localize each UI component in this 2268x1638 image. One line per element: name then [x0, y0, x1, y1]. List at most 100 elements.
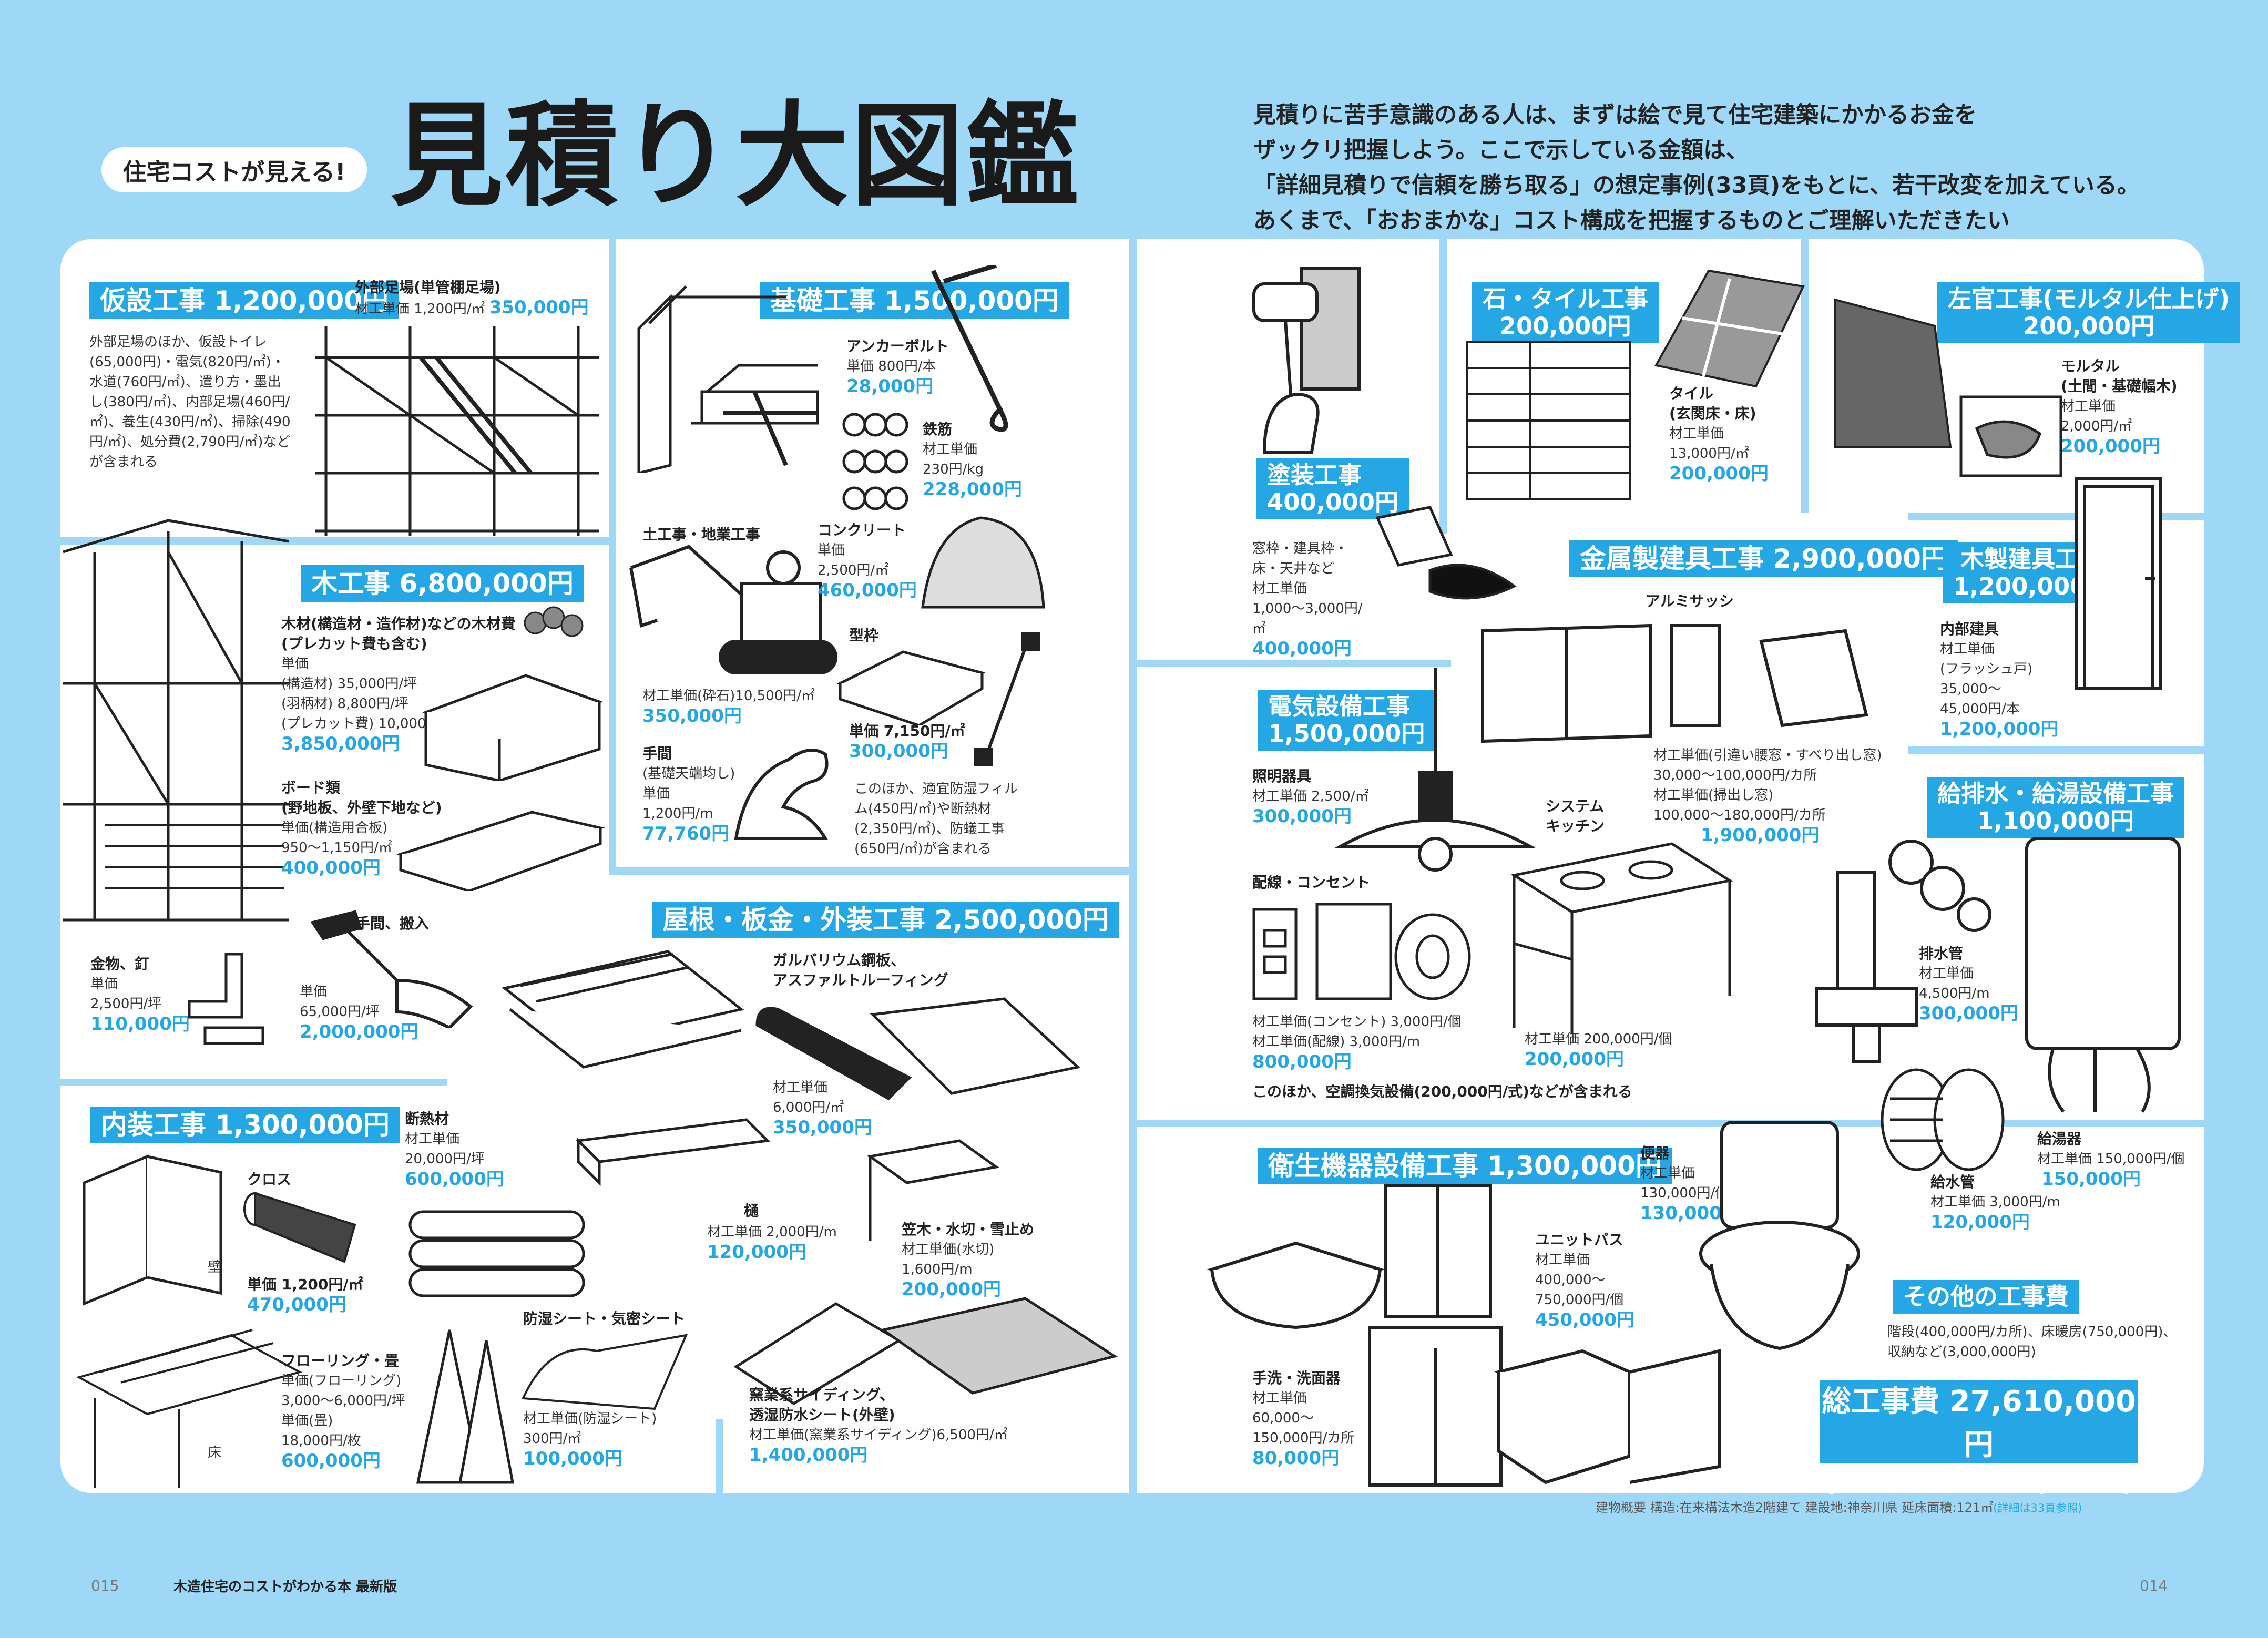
flooring-title: フローリング・畳	[281, 1352, 400, 1369]
outlet-wire-illustration	[1249, 899, 1475, 1012]
unit-floor-cost: (施工床坪単価 665,000円)	[1824, 1468, 2134, 1497]
rebar-illustration	[841, 409, 910, 517]
moku-tag: 木工事 6,800,000円	[301, 565, 584, 602]
insulation-price: 600,000円	[405, 1169, 504, 1190]
gutter-unit: 材工単価 2,000円/m	[707, 1224, 837, 1240]
drain-pipe-illustration	[1806, 831, 1993, 1067]
galvalume-unit: 6,000円/㎡	[773, 1100, 844, 1115]
bou-info: 材工単価(防湿シート) 300円/㎡ 100,000円	[523, 1409, 691, 1469]
divider	[609, 867, 1129, 875]
light-title: 照明器具	[1252, 767, 1312, 785]
toilet-unit: 材工単価	[1640, 1165, 1695, 1181]
insulation-unit: 材工単価	[405, 1131, 460, 1147]
siding-title: 窯業系サイディング、	[749, 1386, 895, 1404]
anchor-unit: 単価 800円/本	[846, 359, 936, 374]
lumber-unit: (構造材) 35,000円/坪	[281, 676, 417, 692]
door-unit: 材工単価	[1940, 641, 1995, 657]
foundation-illustration	[628, 265, 823, 473]
siding-price: 1,400,000円	[749, 1445, 868, 1466]
kasagi-unit: 材工単価(水切)	[902, 1242, 995, 1257]
galvalume-price: 350,000円	[773, 1117, 872, 1138]
board-price: 400,000円	[281, 857, 381, 878]
bath-title: ユニットバス	[1535, 1231, 1624, 1248]
tile-title: タイル	[1669, 385, 1714, 402]
flooring-unit: 3,000〜6,000円/坪	[281, 1393, 405, 1409]
kasagi-unit: 1,600円/m	[902, 1262, 973, 1277]
heater-info: 給湯器 材工単価 150,000円/個 150,000円	[2037, 1129, 2195, 1189]
lumber-info: 木材(構造材・造作材)などの木材費(プレカット費も含む) 単価 (構造材) 35…	[281, 614, 528, 754]
heater-title: 給湯器	[2037, 1130, 2082, 1148]
door-unit: 35,000〜	[1940, 681, 2001, 697]
toilet-title: 便器	[1640, 1144, 1670, 1162]
title-badge: 住宅コストが見える!	[101, 147, 367, 192]
washbasin-unit: 材工単価	[1252, 1390, 1307, 1406]
lumber-unit: (羽柄材) 8,800円/坪	[281, 696, 408, 712]
mortar-price: 200,000円	[2061, 436, 2160, 457]
tile-unit: 材工単価	[1669, 426, 1724, 442]
flooring-unit: 18,000円/枚	[281, 1433, 361, 1449]
building-overview: 建物概要 構造:在来構法木造2階建て 建設地:神奈川県 延床面積:121㎡(詳細…	[1596, 1497, 2082, 1516]
tosou-info: 窓枠・建具枠・床・天井など 材工単価 1,000〜3,000円/㎡ 400,00…	[1252, 539, 1373, 659]
sash-price: 1,900,000円	[1701, 825, 1820, 846]
bath-unit: 400,000〜	[1535, 1272, 1606, 1288]
house-frame-illustration	[63, 510, 289, 941]
divider	[1136, 660, 1451, 667]
hardware-unit: 単価	[90, 976, 118, 992]
light-unit: 材工単価 2,500/㎡	[1252, 789, 1369, 804]
tile-price: 200,000円	[1669, 463, 1769, 484]
drain-info: 排水管 材工単価 4,500円/m 300,000円	[1919, 944, 2024, 1023]
mortar-unit: 2,000円/㎡	[2061, 418, 2132, 434]
tema-sub: (基礎天端均し)	[642, 766, 735, 782]
intro-text: 見積りに苦手意識のある人は、まずは絵で見て住宅建築にかかるお金を ザックリ把握し…	[1253, 98, 2147, 239]
doko-info: 材工単価(砕石)10,500円/㎡ 350,000円	[642, 686, 853, 726]
galvalume-title: ガルバリウム鋼板、	[773, 951, 906, 969]
bou-unit: 材工単価(防湿シート)	[523, 1411, 657, 1427]
door-price: 1,200,000円	[1940, 719, 2059, 740]
wiring-title: 配線・コンセント	[1252, 874, 1371, 891]
sash-unit: 材工単価(掃出し窓)	[1653, 787, 1774, 803]
hardware-unit: 2,500円/坪	[90, 996, 162, 1012]
siding-title: 透湿防水シート(外壁)	[749, 1406, 895, 1424]
lumber-title: 木材(構造材・造作材)などの木材費(プレカット費も含む)	[281, 615, 516, 652]
insulation-info: 断熱材 材工単価 20,000円/坪 600,000円	[405, 1109, 531, 1189]
flooring-unit: 単価(フローリング)	[281, 1373, 402, 1389]
anchor-bolt-illustration	[923, 265, 1028, 436]
daiku-unit: 単価	[300, 984, 328, 1000]
page-number-left: 015	[91, 1577, 119, 1594]
formwork-illustration	[835, 641, 985, 725]
wall-illustration	[74, 1151, 231, 1309]
hardware-info: 金物、釘 単価 2,500円/坪 110,000円	[90, 954, 211, 1034]
overview-ref: (詳細は33頁参照)	[1993, 1502, 2082, 1514]
floor-illustration	[74, 1314, 305, 1493]
intro-line: あくまで、「おおまかな」コスト構成を把握するものとご理解いただきたい	[1253, 208, 2010, 234]
rebar-unit: 230円/kg	[923, 462, 984, 477]
brick-wall-illustration	[1462, 336, 1635, 505]
scaffold-info: 外部足場(単管棚足場) 材工単価 1,200円/㎡ 350,000円	[355, 278, 597, 319]
drain-unit: 4,500円/m	[1919, 986, 1990, 1001]
kitchen-price: 200,000円	[1525, 1049, 1624, 1070]
concrete-title: コンクリート	[818, 521, 906, 539]
cloth-unit: 単価 1,200円/㎡	[247, 1276, 363, 1293]
supply-price: 120,000円	[1930, 1212, 2030, 1233]
daiku-title: 大工手間、搬入	[326, 915, 430, 932]
roofing-roll-illustration	[752, 994, 1083, 1107]
formwork-unit: 単価 7,150円/㎡	[849, 722, 965, 740]
divider	[60, 1079, 447, 1086]
bath-price: 450,000円	[1535, 1309, 1634, 1330]
flooring-info: フローリング・畳 単価(フローリング) 3,000〜6,000円/坪 単価(畳)…	[281, 1351, 439, 1471]
kiso-note: このほか、適宜防湿フィルム(450円/㎡)や断熱材(2,350円/㎡)、防蟻工事…	[854, 781, 1018, 857]
lumber-unit: 単価	[281, 656, 309, 672]
kitchen-unit: 材工単価 200,000円/個	[1525, 1031, 1672, 1047]
board-unit: 単価(構造用合板)	[281, 820, 388, 836]
sheet-illustration	[518, 1330, 691, 1425]
arm-illustration	[726, 733, 836, 844]
door-title: 内部建具	[1940, 620, 1999, 638]
kiso-tag: 基礎工事 1,500,000円	[760, 282, 1069, 319]
toilet-illustration	[1690, 1117, 1864, 1354]
flooring-price: 600,000円	[281, 1450, 381, 1471]
kitchen-info: 材工単価 200,000円/個 200,000円	[1525, 1029, 1724, 1069]
total-cost: 総工事費 27,610,000円	[1822, 1385, 2136, 1462]
roof-illustration	[499, 946, 747, 1086]
cloth-title: クロス	[247, 1171, 292, 1188]
